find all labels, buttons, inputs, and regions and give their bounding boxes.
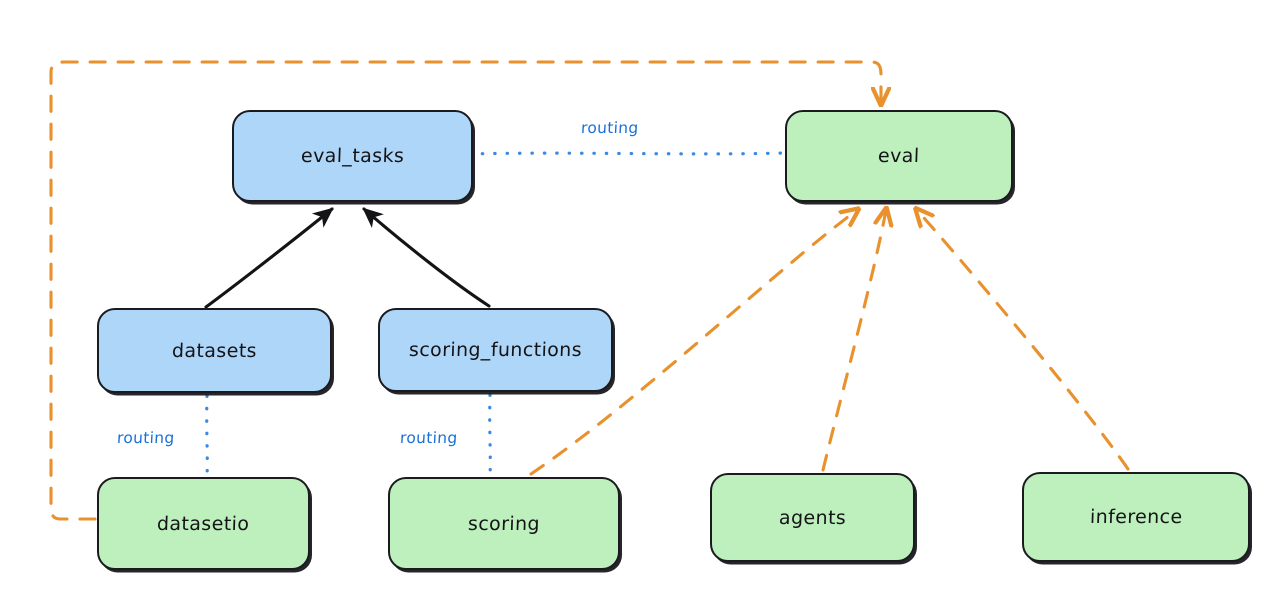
node-datasets[interactable]: datasets (97, 308, 332, 393)
node-label: datasetio (156, 512, 251, 535)
node-agents[interactable]: agents (710, 473, 915, 562)
node-label: scoring (467, 512, 541, 535)
edge-scoring_functions-scoring (488, 393, 492, 478)
edge-datasets-eval_tasks (204, 207, 334, 309)
node-label: datasets (171, 339, 258, 362)
edge-label-routing-scoring-functions: routing (399, 429, 458, 447)
node-scoring-functions[interactable]: scoring_functions (378, 308, 613, 392)
node-label: eval (877, 145, 921, 167)
edge-agents-eval (821, 210, 886, 472)
node-scoring[interactable]: scoring (388, 477, 620, 570)
edge-label-routing-datasets: routing (116, 429, 175, 447)
node-datasetio[interactable]: datasetio (97, 477, 310, 570)
node-eval[interactable]: eval (785, 110, 1013, 202)
edge-scoring_functions-eval_tasks (362, 207, 491, 308)
edge-datasets-datasetio (205, 394, 209, 478)
node-label: scoring_functions (408, 339, 583, 361)
node-label: agents (778, 506, 847, 529)
edge-label-routing-eval-tasks: routing (580, 119, 639, 137)
edge-eval_tasks-eval (468, 151, 788, 156)
node-label: inference (1089, 506, 1183, 528)
node-inference[interactable]: inference (1022, 472, 1250, 562)
edge-inference-eval (917, 210, 1130, 471)
node-label: eval_tasks (300, 145, 405, 167)
node-eval-tasks[interactable]: eval_tasks (232, 110, 473, 202)
